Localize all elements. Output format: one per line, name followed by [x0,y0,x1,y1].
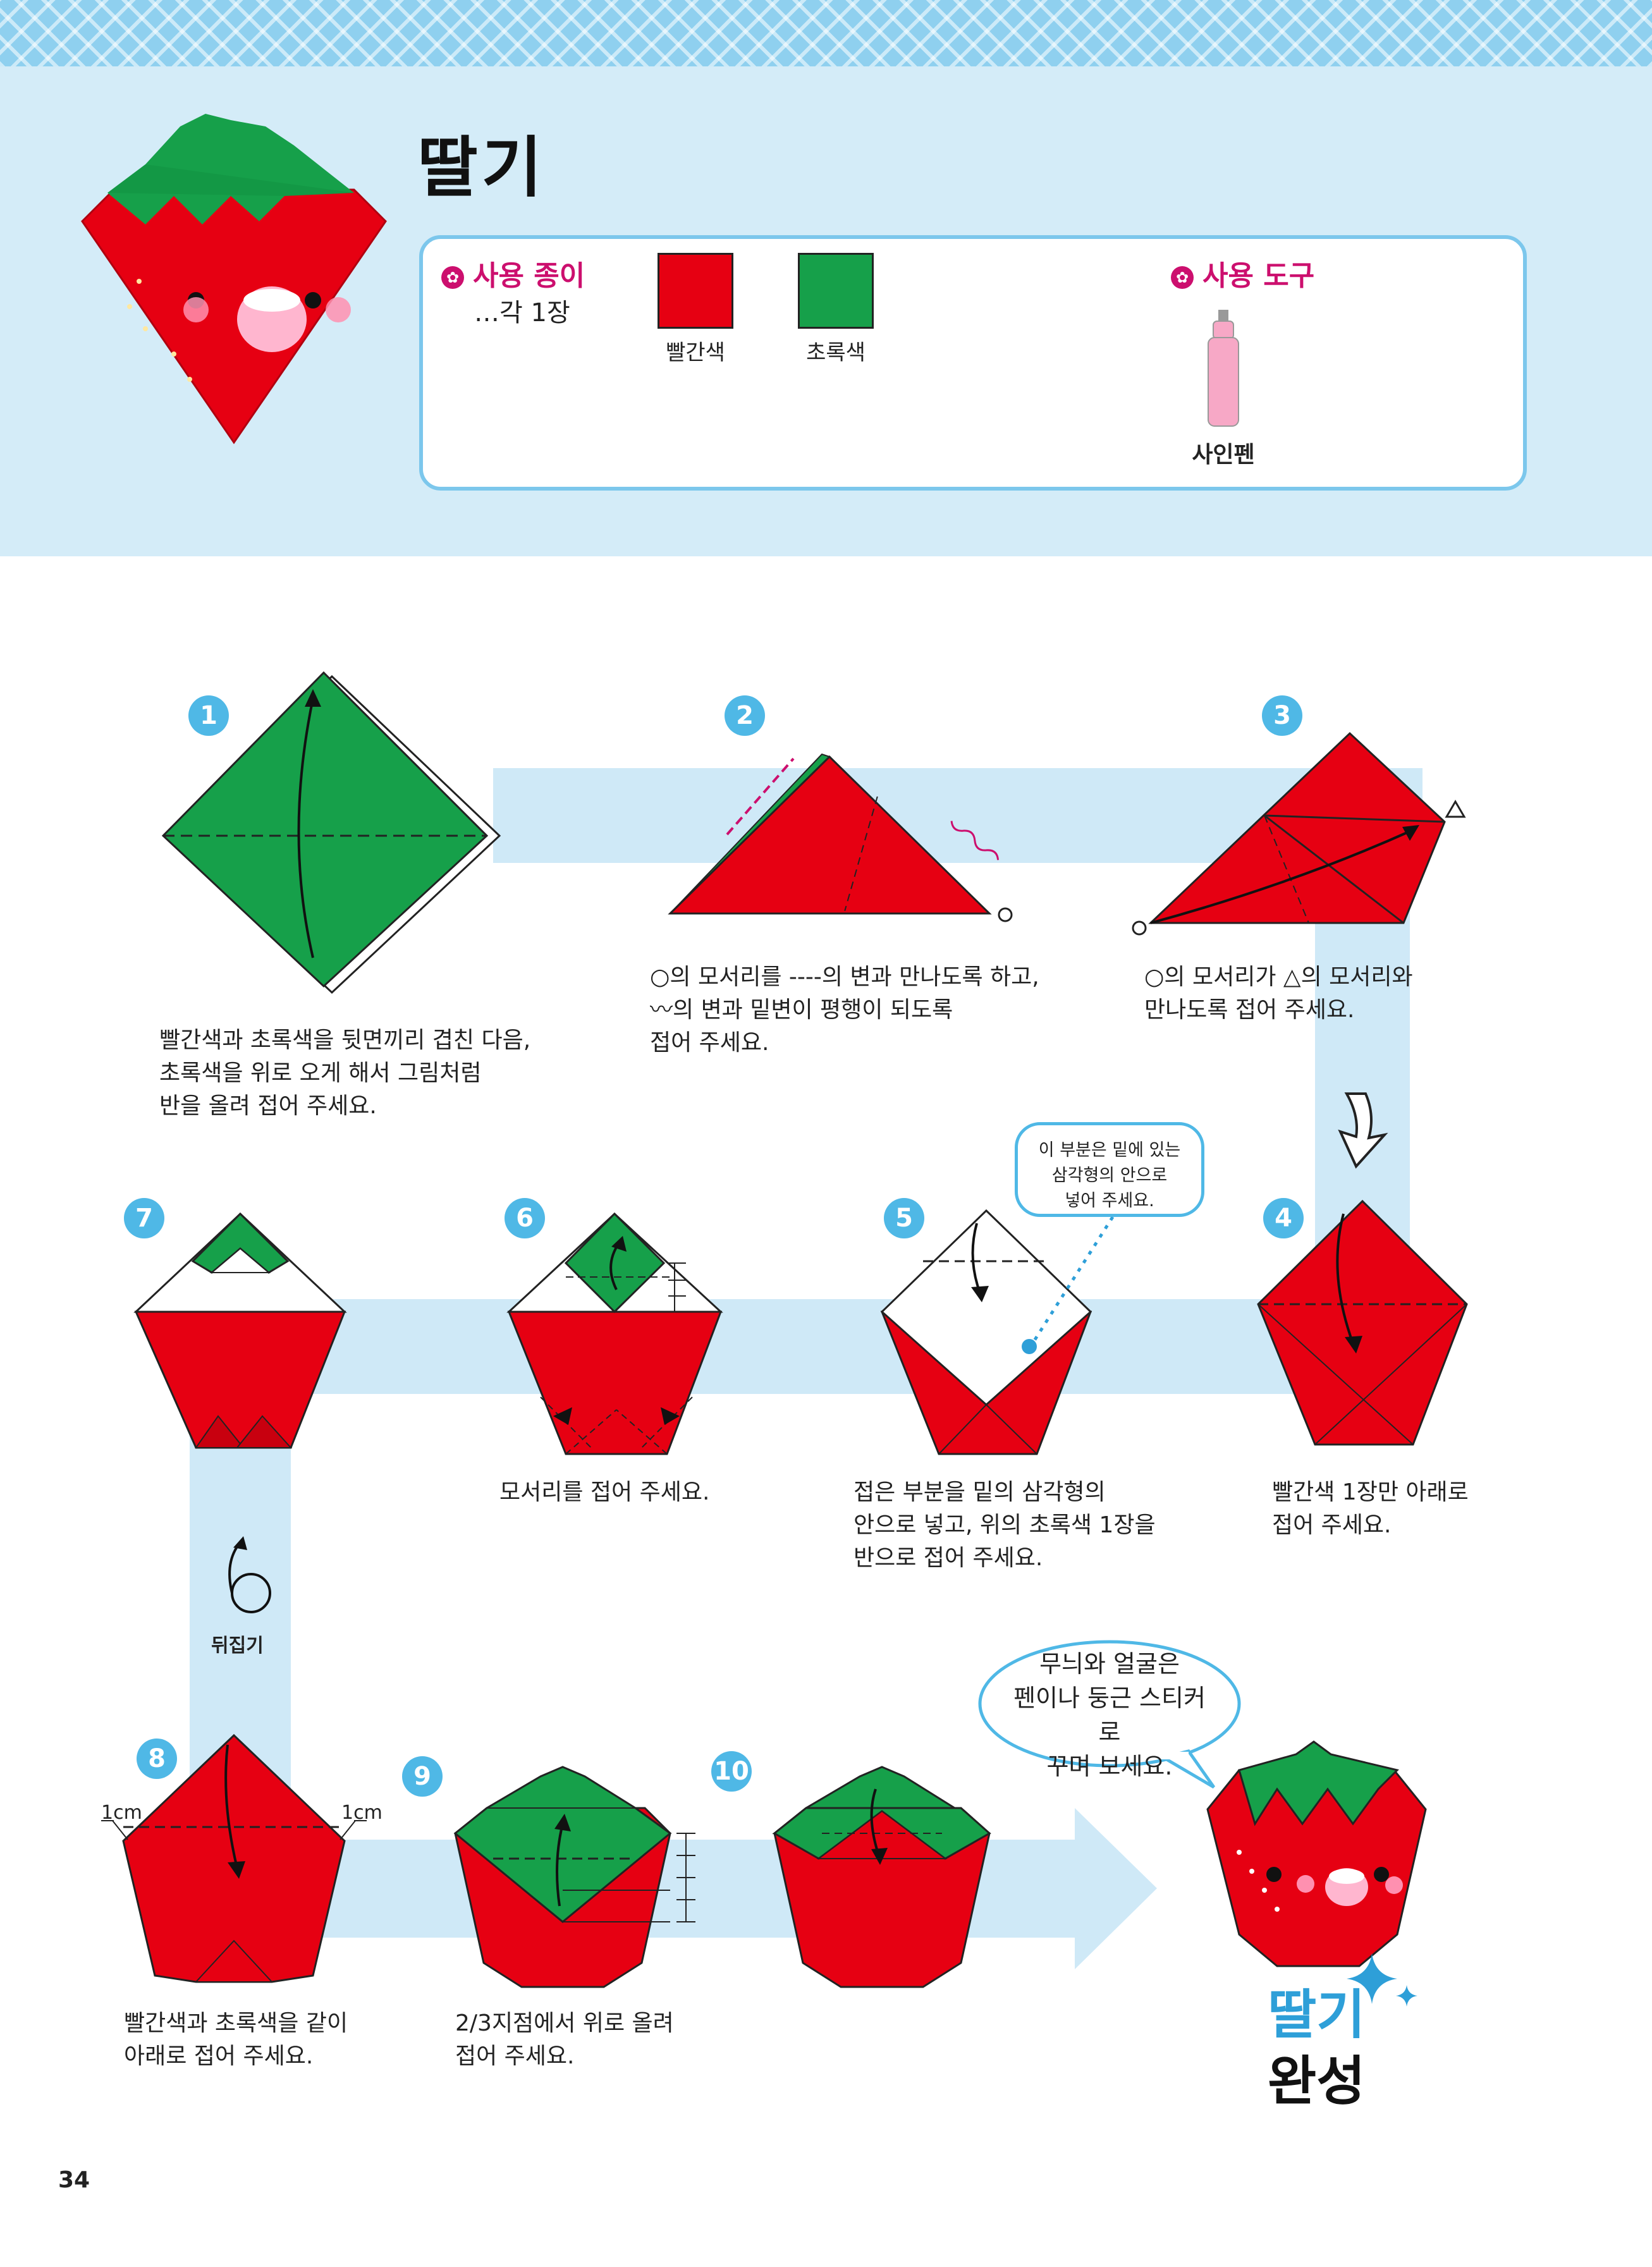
flip-icon [228,1536,271,1613]
step-2-text: ○의 모서리를 ----의 변과 만나도록 하고, 〰의 변과 밑변이 평행이 … [650,964,1039,1056]
measure-right-label: 1cm [341,1802,382,1824]
page-number: 34 [58,2167,90,2193]
materials-box [419,235,1527,491]
decorate-bubble-text: 무늬와 얼굴은 펜이나 둥근 스티커로 꾸며 보세요. [1013,1650,1206,1780]
hero-eye-right [305,292,321,309]
step-1-diagram [161,671,501,994]
step-badge-10: 10 [711,1751,752,1792]
completed-strawberry-illustration [1206,1740,1427,1967]
hero-strawberry-body [81,188,387,444]
step-8-diagram [101,1733,367,1983]
step-8-text: 빨간색과 초록색을 같이 아래로 접어 주세요. [124,2010,348,2069]
flower-icon: ✿ [441,266,464,289]
step-1-text: 빨간색과 초록색을 뒷면끼리 겹친 다음, 초록색을 위로 오게 해서 그림처럼… [159,1027,531,1119]
step-badge-4: 4 [1263,1198,1304,1238]
red-paper-swatch [658,253,733,329]
step-badge-2: 2 [725,695,765,736]
step-badge-1: 1 [188,695,229,736]
marker-pen-icon [1208,310,1239,427]
page-title: 딸기 [417,129,546,206]
tool-label: 사인펜 [1192,442,1255,468]
green-paper-label: 초록색 [806,340,866,365]
step-6-text: 모서리를 접어 주세요. [499,1479,710,1505]
hero-strawberry-illustration [81,114,387,444]
top-pattern-strip [0,0,1652,66]
step-badge-5: 5 [884,1198,924,1238]
hero-cheek-left [183,297,209,322]
decorate-bubble-shape [978,1640,1241,1789]
step-3-text: ○의 모서리가 △의 모서리와 만나도록 접어 주세요. [1144,964,1413,1023]
step-3-diagram [1132,731,1466,936]
down-arrow-icon [1338,1092,1388,1169]
tools-heading: ✿사용 도구 [1171,253,1314,293]
hero-strawberry-leaf [107,114,354,224]
complete-title-line2: 완성 [1268,2050,1366,2112]
step-5-diagram [880,1209,1092,1455]
step-5-note-bubble: 이 부분은 밑에 있는 삼각형의 안으로 넣어 주세요. [1015,1122,1204,1217]
measure-left-label: 1cm [101,1802,142,1824]
step-10-diagram [772,1766,991,1988]
step-5-text: 접은 부분을 밑의 삼각형의 안으로 넣고, 위의 초록색 1장을 반으로 접어… [854,1479,1156,1571]
step-4-diagram [1257,1199,1468,1446]
red-paper-label: 빨간색 [666,340,725,365]
paper-count: …각 1장 [474,298,570,327]
step-badge-7: 7 [124,1198,164,1238]
flow-arrow-head [1075,1808,1157,1969]
step-badge-9: 9 [402,1756,443,1797]
green-paper-swatch [798,253,874,329]
step-9-text: 2/3지점에서 위로 올려 접어 주세요. [455,2010,674,2069]
step-6-diagram [506,1212,723,1455]
step-2-diagram [668,753,1013,922]
step-badge-3: 3 [1262,695,1302,736]
step-badge-6: 6 [505,1198,545,1238]
step-4-text: 빨간색 1장만 아래로 접어 주세요. [1272,1479,1469,1538]
hero-cheek-right [326,297,351,322]
step-7-diagram [133,1212,347,1449]
paper-heading: ✿사용 종이 [441,253,585,293]
step-9-diagram [453,1766,695,1988]
flip-label: 뒤집기 [211,1635,264,1657]
step-5-leader-line [1029,1216,1115,1348]
sparkle-icon [1347,1953,1417,2007]
complete-title-line1: 딸기 [1268,1984,1366,2046]
flower-icon: ✿ [1171,266,1194,289]
step-badge-8: 8 [137,1738,177,1779]
